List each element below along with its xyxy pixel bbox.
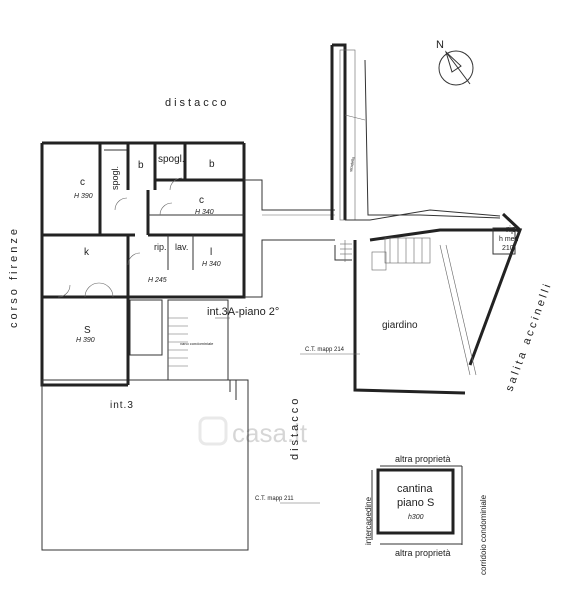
room-height: H 390 xyxy=(74,193,93,200)
room-label: lav. xyxy=(175,242,188,252)
giardino-label: giardino xyxy=(382,320,418,331)
north-arrow-icon: N xyxy=(436,39,474,86)
distacco-mid-label: distacco xyxy=(289,396,301,460)
room-label: c xyxy=(199,195,204,206)
right-building xyxy=(330,43,523,395)
room-label: b xyxy=(138,160,144,171)
distacco-top-label: distacco xyxy=(165,97,229,109)
room-label: S xyxy=(84,325,91,336)
room-label: l xyxy=(210,247,212,258)
ct214-label: C.T. mapp 214 xyxy=(305,347,345,353)
room-height: h med xyxy=(499,236,519,243)
room-height: 210 xyxy=(502,245,514,252)
strip-label: stradello xyxy=(348,156,356,173)
cantina-height: h300 xyxy=(408,514,424,521)
cantina-left: intercapedine xyxy=(364,496,373,545)
room-height: H 340 xyxy=(195,209,214,216)
connector xyxy=(244,179,335,298)
room-height: H 245 xyxy=(148,277,167,284)
cantina-right: corridoio condominiale xyxy=(479,494,488,575)
room-label: spogl. xyxy=(110,166,120,190)
casa-it-watermark: casa.it xyxy=(198,416,308,448)
room-label: rip. xyxy=(506,224,519,234)
room-label: spogl. xyxy=(158,154,185,165)
int3a-label: int.3A-piano 2° xyxy=(207,306,279,318)
cantina-title-1: cantina xyxy=(397,483,433,495)
room-label: rip. xyxy=(154,242,167,252)
cond-label: vano condominiale xyxy=(180,341,214,346)
room-label: c xyxy=(80,177,85,188)
watermark-text: casa.it xyxy=(232,418,308,448)
room-label: b xyxy=(209,159,215,170)
cantina-bottom: altra proprietà xyxy=(395,548,451,558)
main-building xyxy=(40,141,249,551)
room-label: k xyxy=(84,247,90,258)
corso-firenze-label: corso firenze xyxy=(8,226,20,328)
ct211-label: C.T. mapp 211 xyxy=(255,496,294,502)
north-label: N xyxy=(436,39,444,51)
room-height: H 340 xyxy=(202,261,221,268)
room-height: H 390 xyxy=(76,337,95,344)
cantina-box xyxy=(371,465,463,545)
int3-label: int.3 xyxy=(110,400,134,411)
cantina-top: altra proprietà xyxy=(395,454,451,464)
cantina-title-2: piano S xyxy=(397,497,434,509)
salita-accinelli-label: salita accinelli xyxy=(504,280,555,393)
